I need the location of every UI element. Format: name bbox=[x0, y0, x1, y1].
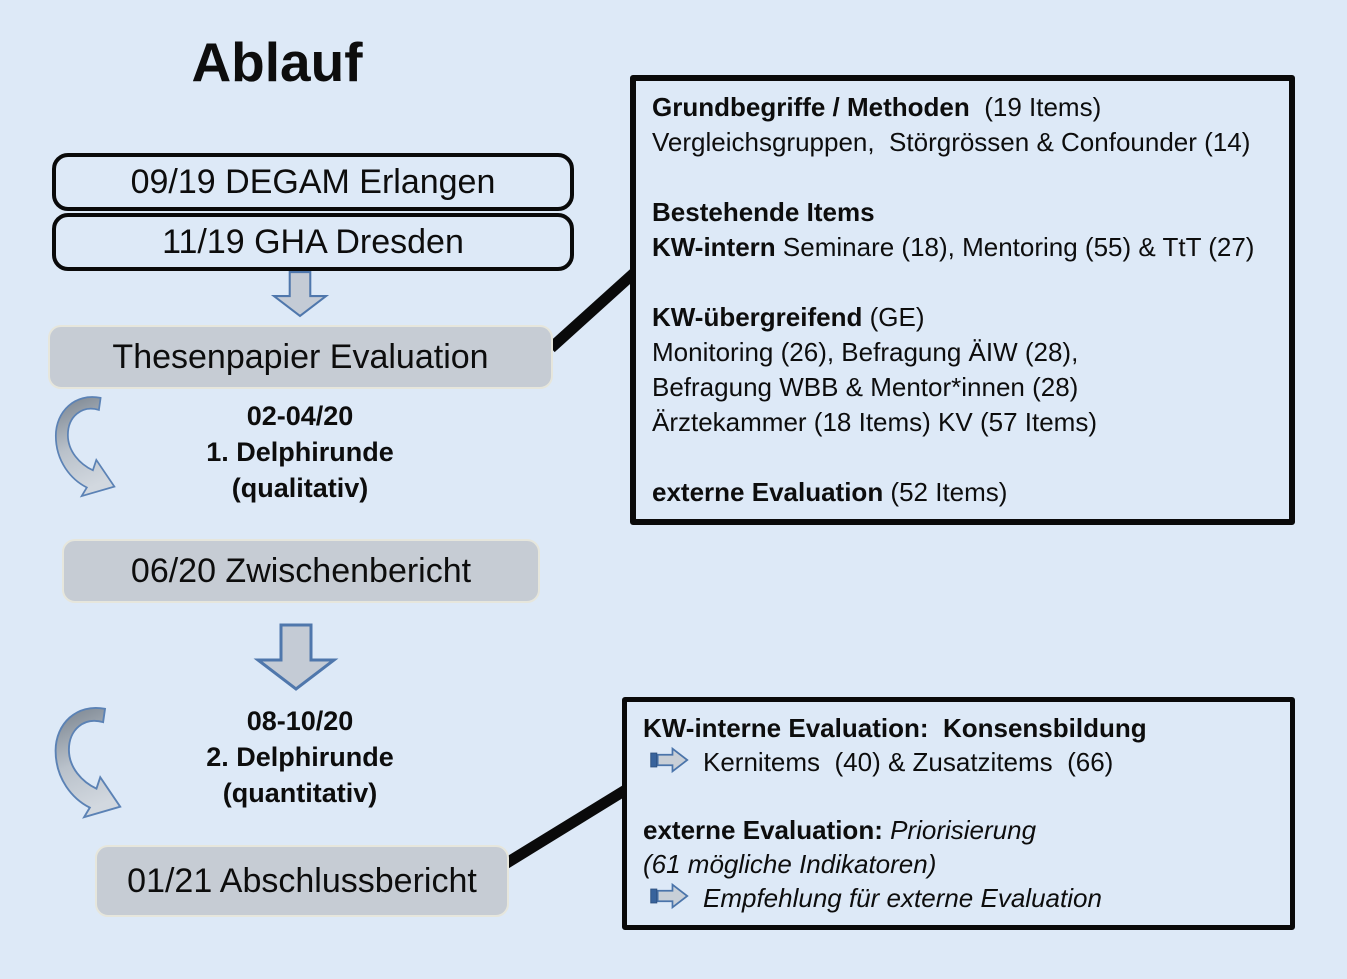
page-title: Ablauf bbox=[191, 31, 363, 93]
text-segment: KW-intern bbox=[652, 232, 776, 262]
paragraph: externe Evaluation: Priorisierung(61 mög… bbox=[643, 813, 1274, 915]
text-segment: Befragung WBB & Mentor*innen (28) bbox=[652, 372, 1079, 402]
stage-label: 01/21 Abschlussbericht bbox=[127, 861, 477, 900]
paragraph: Grundbegriffe / Methoden (19 Items)Vergl… bbox=[652, 90, 1273, 160]
stage-box-zwischenbericht: 06/20 Zwischenbericht bbox=[62, 539, 540, 603]
text-segment: (GE) bbox=[862, 302, 925, 332]
text-line: externe Evaluation: Priorisierung bbox=[643, 813, 1274, 847]
text-segment: Seminare (18), Mentoring (55) & TtT (27) bbox=[775, 232, 1255, 262]
paragraph: KW-interne Evaluation: Konsensbildung Ke… bbox=[643, 711, 1274, 779]
text-line: Grundbegriffe / Methoden (19 Items) bbox=[652, 90, 1273, 125]
detail-box-items: Grundbegriffe / Methoden (19 Items)Vergl… bbox=[630, 75, 1295, 525]
event-label: 09/19 DEGAM Erlangen bbox=[130, 162, 496, 201]
text-segment: (61 mögliche Indikatoren) bbox=[643, 849, 937, 879]
text-segment: externe Evaluation bbox=[652, 477, 884, 507]
text-segment: (52 Items) bbox=[883, 477, 1008, 507]
text-line: externe Evaluation (52 Items) bbox=[652, 475, 1273, 510]
delphi-round-2: 08-10/20 2. Delphirunde (quantitativ) bbox=[140, 703, 460, 811]
stage-label: Thesenpapier Evaluation bbox=[112, 337, 489, 376]
curved-arrow-icon bbox=[54, 706, 122, 819]
text-line: Kernitems (40) & Zusatzitems (66) bbox=[643, 745, 1274, 779]
text-segment: Vergleichsgruppen, Störgrössen & Confoun… bbox=[652, 127, 1251, 157]
text-line: Empfehlung für externe Evaluation bbox=[643, 881, 1274, 915]
event-label: 11/19 GHA Dresden bbox=[162, 222, 464, 261]
text-line: KW-interne Evaluation: Konsensbildung bbox=[643, 711, 1274, 745]
stage-label: 06/20 Zwischenbericht bbox=[130, 551, 472, 590]
stage-box-abschlussbericht: 01/21 Abschlussbericht bbox=[95, 845, 509, 917]
round-mode: (qualitativ) bbox=[231, 473, 369, 503]
text-line: (61 mögliche Indikatoren) bbox=[643, 847, 1274, 881]
stage-box-thesenpapier: Thesenpapier Evaluation bbox=[48, 325, 553, 389]
text-line: Bestehende Items bbox=[652, 195, 1273, 230]
text-segment: Ärztekammer (18 Items) KV (57 Items) bbox=[652, 407, 1097, 437]
text-segment: Monitoring (26), Befragung ÄIW (28), bbox=[652, 337, 1079, 367]
detail-box-evaluation-content: KW-interne Evaluation: Konsensbildung Ke… bbox=[627, 702, 1290, 924]
connector-thesenpapier-items bbox=[547, 259, 648, 353]
delphi-round-1: 02-04/20 1. Delphirunde (qualitativ) bbox=[140, 398, 460, 506]
down-arrow-icon bbox=[253, 623, 339, 691]
right-arrow-icon bbox=[650, 746, 689, 774]
text-segment: Empfehlung für externe Evaluation bbox=[703, 883, 1102, 913]
text-segment: externe Evaluation: bbox=[643, 815, 883, 845]
text-line: KW-intern Seminare (18), Mentoring (55) … bbox=[652, 230, 1273, 265]
text-segment: KW-interne Evaluation: Konsensbildung bbox=[643, 713, 1147, 743]
round-mode: (quantitativ) bbox=[222, 778, 378, 808]
detail-box-evaluation: KW-interne Evaluation: Konsensbildung Ke… bbox=[622, 697, 1295, 930]
paragraph: externe Evaluation (52 Items) bbox=[652, 475, 1273, 510]
round-period: 08-10/20 bbox=[246, 706, 354, 736]
round-period: 02-04/20 bbox=[246, 401, 354, 431]
text-segment: Grundbegriffe / Methoden bbox=[652, 92, 970, 122]
curved-arrow-icon bbox=[54, 396, 116, 498]
text-line: Vergleichsgruppen, Störgrössen & Confoun… bbox=[652, 125, 1273, 160]
round-name: 1. Delphirunde bbox=[206, 437, 394, 467]
round-name: 2. Delphirunde bbox=[206, 742, 394, 772]
event-box-degam: 09/19 DEGAM Erlangen bbox=[52, 153, 574, 211]
text-line: Ärztekammer (18 Items) KV (57 Items) bbox=[652, 405, 1273, 440]
text-line: KW-übergreifend (GE) bbox=[652, 300, 1273, 335]
right-arrow-icon bbox=[650, 882, 689, 910]
text-segment: Priorisierung bbox=[882, 815, 1037, 845]
down-arrow-icon bbox=[270, 271, 330, 318]
text-segment: Bestehende Items bbox=[652, 197, 875, 227]
detail-box-items-content: Grundbegriffe / Methoden (19 Items)Vergl… bbox=[636, 81, 1289, 519]
text-line: Befragung WBB & Mentor*innen (28) bbox=[652, 370, 1273, 405]
connector-abschlussbericht-evaluation bbox=[494, 781, 635, 874]
text-segment: KW-übergreifend bbox=[652, 302, 863, 332]
text-line: Monitoring (26), Befragung ÄIW (28), bbox=[652, 335, 1273, 370]
event-box-gha: 11/19 GHA Dresden bbox=[52, 213, 574, 271]
text-segment: Kernitems (40) & Zusatzitems (66) bbox=[703, 747, 1114, 777]
text-segment: (19 Items) bbox=[969, 92, 1102, 122]
paragraph: KW-übergreifend (GE)Monitoring (26), Bef… bbox=[652, 300, 1273, 440]
